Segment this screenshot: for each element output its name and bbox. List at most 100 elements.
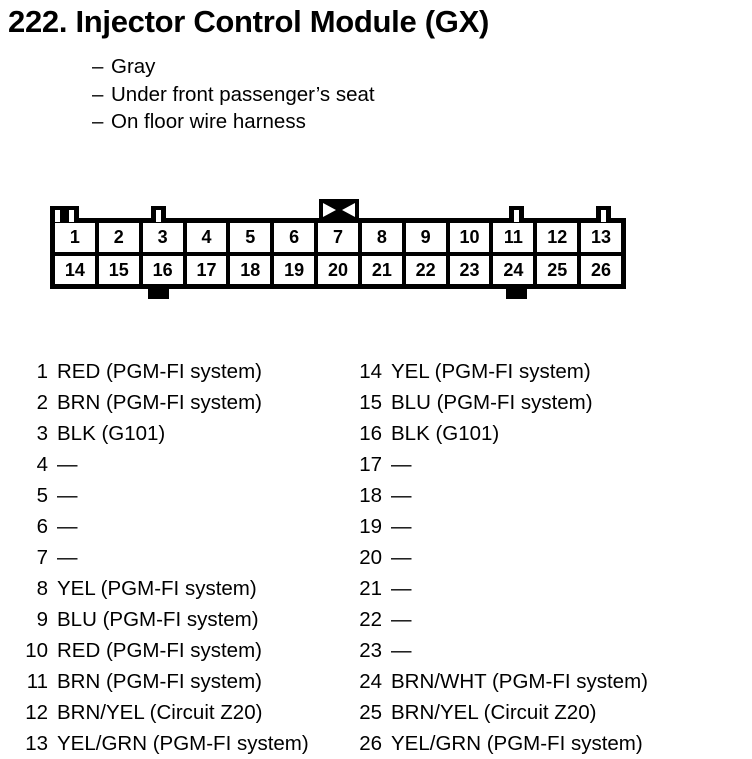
connector-pin-grid: 1 2 3 4 5 6 7 8 9 10 11 12 13 14 15 16 1…	[55, 223, 621, 284]
pin-number: 12	[25, 701, 48, 724]
pin-description: —	[57, 484, 78, 507]
connector-diagram: 1 2 3 4 5 6 7 8 9 10 11 12 13 14 15 16 1…	[50, 196, 630, 306]
pin-cell: 25	[537, 255, 578, 284]
pin-description: BRN (PGM-FI system)	[57, 670, 262, 693]
pin-number: 16	[359, 422, 382, 445]
pin-number: 19	[359, 515, 382, 538]
dash-icon: –	[92, 82, 104, 106]
list-item-label: Under front passenger’s seat	[111, 82, 375, 106]
pin-cell: 5	[230, 223, 271, 252]
pin-assignment-row: 7—	[18, 542, 309, 573]
pin-number: 7	[36, 546, 48, 569]
pin-number: 15	[359, 391, 382, 414]
key-triangle-left	[323, 203, 336, 217]
pin-description: BLK (G101)	[57, 422, 166, 445]
pin-description: BLU (PGM-FI system)	[57, 608, 259, 631]
pin-number: 3	[36, 422, 48, 445]
pin-description: —	[391, 546, 412, 569]
pin-cell: 3	[142, 223, 183, 252]
pin-cell: 23	[449, 255, 490, 284]
pin-number: 4	[36, 453, 48, 476]
pin-number: 26	[359, 732, 382, 755]
connector-key-icon	[319, 199, 359, 223]
key-triangle-right	[342, 203, 355, 217]
pin-assignment-row: 21 —	[352, 573, 648, 604]
list-item: –Under front passenger’s seat	[92, 81, 375, 109]
connector-top-tab-pin-13	[596, 206, 611, 222]
pin-cell: 4	[186, 223, 227, 252]
pin-number: 23	[359, 639, 382, 662]
list-item: –Gray	[92, 53, 375, 81]
pin-description: RED (PGM-FI system)	[57, 639, 262, 662]
pin-number: 8	[36, 577, 48, 600]
pin-cell: 18	[230, 255, 271, 284]
pin-assignment-row: 4—	[18, 449, 309, 480]
pin-assignment-row: 23—	[352, 635, 648, 666]
pin-cell: 8	[361, 223, 402, 252]
dash-icon: –	[92, 110, 104, 133]
pin-description: BRN/WHT (PGM-FI system)	[391, 670, 648, 693]
connector-bottom-tab-pin-24	[506, 286, 527, 299]
connector-top-tab-pin-11	[509, 206, 524, 222]
pin-description: YEL (PGM-FI system)	[57, 577, 257, 600]
pin-assignment-row: 8 YEL (PGM-FI system)	[18, 573, 309, 604]
pin-assignment-row: 5—	[18, 480, 309, 511]
pin-description: RED (PGM-FI system)	[57, 360, 262, 383]
pin-description: —	[391, 515, 412, 538]
pin-cell: 7	[318, 223, 358, 252]
pin-cell: 20	[318, 255, 358, 284]
pin-description: —	[57, 515, 78, 538]
pin-cell: 14	[55, 255, 95, 284]
pin-description: BRN/YEL (Circuit Z20)	[57, 701, 263, 724]
connector-bottom-tab-pin-16	[148, 286, 169, 299]
pin-description: YEL/GRN (PGM-FI system)	[57, 732, 309, 755]
pin-cell: 15	[98, 255, 139, 284]
pin-number: 1	[36, 360, 48, 383]
pin-description: YEL (PGM-FI system)	[391, 360, 591, 383]
pin-cell: 12	[537, 223, 578, 252]
pin-number: 21	[359, 577, 382, 600]
pin-number: 20	[359, 546, 382, 569]
pin-number: 5	[36, 484, 48, 507]
pin-assignment-row: 3 BLK (G101)	[18, 418, 309, 449]
connector-top-tab-pin-1	[64, 206, 79, 222]
pin-description: BLK (G101)	[391, 422, 500, 445]
pin-description: —	[57, 546, 78, 569]
pin-cell: 10	[449, 223, 490, 252]
pin-number: 24	[359, 670, 382, 693]
pin-cell: 21	[361, 255, 402, 284]
pin-number: 25	[359, 701, 382, 724]
pin-number: 17	[359, 453, 382, 476]
pin-cell: 24	[493, 255, 534, 284]
pin-assignment-row: 22 —	[352, 604, 648, 635]
pin-number: 22	[359, 608, 382, 631]
pin-cell: 19	[274, 255, 315, 284]
pin-description: —	[391, 608, 412, 631]
pin-description: BLU (PGM-FI system)	[391, 391, 593, 414]
pin-description: —	[391, 453, 412, 476]
pin-description: BRN/YEL (Circuit Z20)	[391, 701, 597, 724]
list-item-label: Gray	[111, 55, 156, 78]
pin-number: 6	[36, 515, 48, 538]
pin-assignment-row: 18—	[352, 480, 648, 511]
page-title: 222. Injector Control Module (GX)	[8, 4, 489, 39]
pin-description: —	[57, 453, 78, 476]
connector-attributes-list: –Gray –Under front passenger’s seat –On …	[92, 53, 375, 136]
pin-assignment-row: 6—	[18, 511, 309, 542]
pin-cell: 26	[581, 255, 621, 284]
connector-top-tab-pin-3	[151, 206, 166, 222]
pin-assignment-row: 16 BLK (G101)	[352, 418, 648, 449]
pin-number: 2	[36, 391, 48, 414]
pin-assignment-row: 20 —	[352, 542, 648, 573]
pin-description: —	[391, 577, 412, 600]
pin-assignment-row: 15 BLU (PGM-FI system)	[352, 387, 648, 418]
pin-cell: 17	[186, 255, 227, 284]
